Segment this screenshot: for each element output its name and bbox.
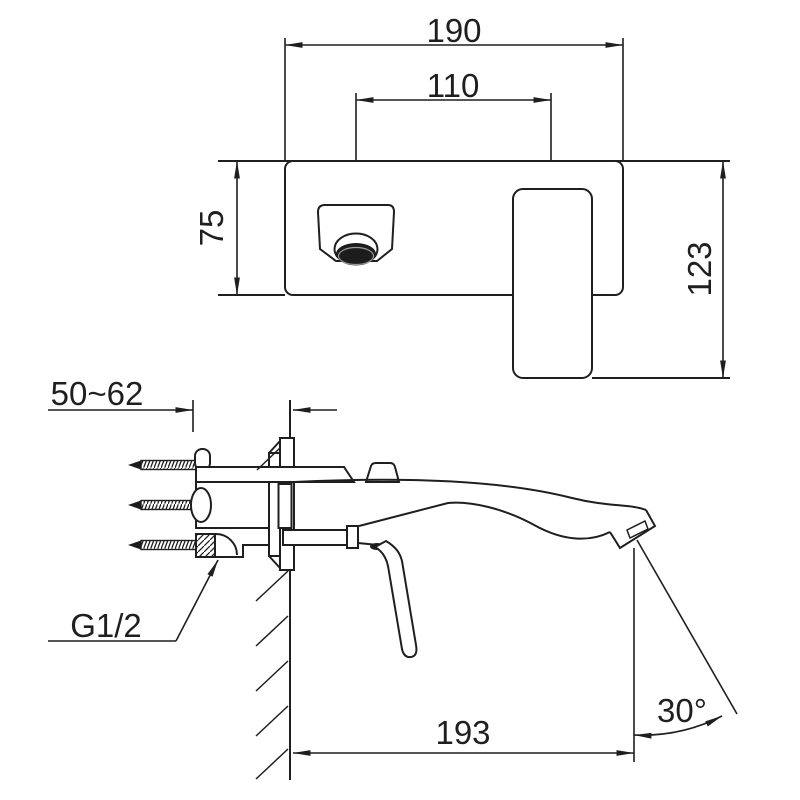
screw-thread [140,539,197,551]
lever-handle-top-view [512,188,593,379]
screw-thread [140,459,197,471]
angle-arc [633,715,723,739]
dim-text-rough-in-depth: 50~62 [51,375,144,412]
dim-text-hole-spacing: 110 [427,67,480,104]
cartridge-housing [277,483,293,529]
dim-handle-height: 123 [681,160,726,379]
escutcheon-bevel [268,440,281,454]
spout-connector [346,525,359,549]
mounting-screws [128,459,197,551]
callout-inlet-thread: G1/2 [48,559,219,644]
inlet-port-hatched [195,533,216,558]
spout-tip-face [609,509,657,550]
dim-flow-angle: 30° [633,539,738,739]
spout-top-view [316,204,396,266]
wall-section [255,400,291,780]
dim-spout-reach: 193 [292,548,635,762]
side-view: 50~62 G1/2 193 30° [48,375,738,780]
top-view: 190 110 75 123 [193,12,730,379]
mixer-cap [364,462,401,483]
angle-ray [636,539,738,715]
screw-tip [128,540,141,550]
spout-side-view [293,478,657,550]
spout-underside [358,501,611,540]
dim-text-spout-reach: 193 [435,714,490,751]
dim-text-plate-height: 75 [193,210,230,247]
lever-arm [372,539,418,659]
screw-boss [190,487,212,523]
callout-leader [175,559,219,642]
spout-top-edge [293,478,647,511]
dim-plate-width: 190 [284,12,624,161]
body-lower-outline [215,544,283,558]
dim-plate-height: 75 [193,160,240,296]
screw-thread [140,499,197,511]
port-curve [215,533,238,556]
top-pipe [195,466,356,483]
valve-body [190,448,284,558]
wall-hatching [255,447,289,780]
dim-text-handle-height: 123 [681,241,718,296]
aerator-rim-highlight [337,246,375,266]
dim-text-inlet-thread: G1/2 [70,607,142,644]
screw-tip [128,460,141,470]
bottom-pipe [282,529,349,546]
escutcheon-bevel [268,555,281,569]
aerator-slot [626,519,649,540]
dim-hole-spacing: 110 [355,67,552,161]
dim-text-plate-width: 190 [426,12,481,49]
dim-text-flow-angle: 30° [657,692,707,729]
lever-side-view [357,539,418,659]
dim-rough-in-depth: 50~62 [48,375,337,432]
screw-tip [128,500,141,510]
